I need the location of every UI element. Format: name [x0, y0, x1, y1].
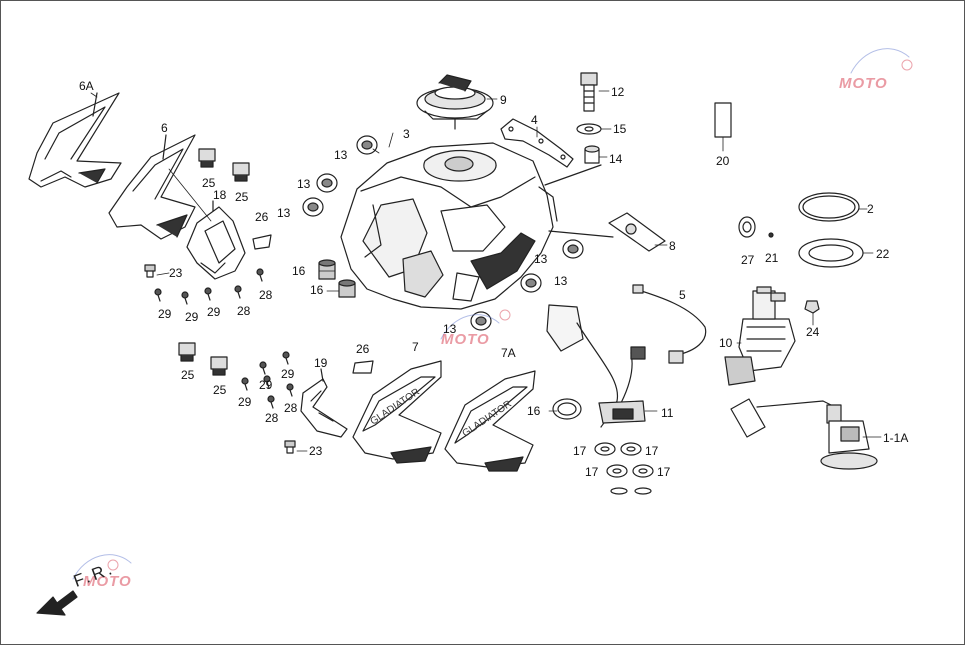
dampers-16: [318, 259, 356, 298]
part-label: 29: [158, 307, 172, 321]
part-2-seal-ring: [798, 192, 860, 222]
part-label: 10: [719, 336, 733, 350]
part-label: 7: [412, 340, 419, 354]
part-label: 21: [765, 251, 779, 265]
part-label: 25: [202, 176, 216, 190]
part-label: 25: [213, 383, 227, 397]
part-label: 6: [161, 121, 168, 135]
part-6-side-shroud: [108, 134, 196, 240]
part-9-fuel-cap: [416, 74, 494, 130]
part-label: 17: [645, 444, 659, 458]
part-label: 27: [741, 253, 755, 267]
watermark-gears: [72, 48, 913, 580]
part-24-nut: [804, 300, 820, 314]
watermark-logo: MOTO: [83, 573, 132, 590]
part-label: 22: [876, 247, 890, 261]
grommets-13: [302, 135, 584, 331]
part-26-label-upper: [252, 234, 272, 250]
part-label: 7A: [501, 346, 516, 360]
part-7-tank-cover: GLADIATOR: [352, 360, 442, 464]
part-15-washer: [576, 123, 602, 135]
part-label: 8: [669, 239, 676, 253]
part-8-sensor: [608, 212, 666, 252]
part-label: 23: [309, 444, 323, 458]
part-label: 13: [277, 206, 291, 220]
part-label: 29: [207, 305, 221, 319]
part-label: 2: [867, 202, 874, 216]
part-label: 20: [716, 154, 730, 168]
screws-28-29: [154, 268, 294, 409]
part-label: 17: [657, 465, 671, 479]
part-label: 25: [181, 368, 195, 382]
part-label: 1-1A: [883, 431, 909, 445]
part-label: 29: [238, 395, 252, 409]
part-label: 4: [531, 113, 538, 127]
part-27-grommet: [738, 216, 756, 238]
part-label: 14: [609, 152, 623, 166]
part-1-1a-fuel-sender: [730, 398, 878, 470]
part-12-bolt: [580, 72, 598, 112]
part-label: 16: [527, 404, 541, 418]
part-label: 28: [259, 288, 273, 302]
part-label: 28: [265, 411, 279, 425]
part-label: 26: [255, 210, 269, 224]
part-label: 19: [314, 356, 328, 370]
part-7a-tank-cover: GLADIATOR: [444, 370, 536, 472]
part-16-o-ring: [552, 398, 582, 420]
watermark-logo: MOTO: [441, 331, 490, 348]
leader-lines: [90, 90, 882, 452]
part-label: 5: [679, 288, 686, 302]
part-3-fuel-tank: [340, 142, 614, 310]
part-label: 12: [611, 85, 625, 99]
part-19-bracket: [300, 368, 348, 438]
part-label: 11: [661, 406, 674, 420]
part-label: 25: [235, 190, 249, 204]
part-label: 16: [292, 264, 306, 278]
part-label: 28: [284, 401, 298, 415]
part-label: 17: [573, 444, 587, 458]
watermark-logo: MOTO: [839, 75, 888, 92]
front-direction-arrow: [36, 590, 78, 616]
part-label: 29: [281, 367, 295, 381]
part-11-wire-harness: [546, 304, 646, 428]
part-label: 16: [310, 283, 324, 297]
part-21-clip: [768, 232, 774, 238]
part-label: 13: [334, 148, 348, 162]
nuts-17: [594, 442, 654, 495]
part-label: 24: [806, 325, 820, 339]
part-18-inner-panel: [186, 200, 246, 280]
part-label: 26: [356, 342, 370, 356]
part-label: 15: [613, 122, 627, 136]
part-label: 28: [237, 304, 251, 318]
part-label: 29: [259, 378, 273, 392]
part-label: 13: [297, 177, 311, 191]
part-label: 23: [169, 266, 183, 280]
part-label: 6A: [79, 79, 94, 93]
part-label: 17: [585, 465, 599, 479]
part-22-set-plate: [798, 238, 864, 268]
part-14-collar: [584, 145, 600, 164]
part-label: 13: [534, 252, 548, 266]
part-20-sticker: [714, 102, 732, 138]
part-label: 18: [213, 188, 227, 202]
screws-23: [144, 264, 296, 454]
clips-25-top: [178, 148, 250, 376]
part-label: 13: [443, 322, 457, 336]
part-5-fuel-hose: [632, 284, 707, 364]
part-4-bracket: [500, 118, 574, 168]
part-label: 9: [500, 93, 507, 107]
part-6a-side-shroud: [28, 92, 122, 188]
part-10-fuel-pump: [724, 286, 796, 386]
part-label: 13: [554, 274, 568, 288]
part-26-label-lower: [352, 360, 374, 374]
part-label: 29: [185, 310, 199, 324]
part-label: 3: [403, 127, 410, 141]
